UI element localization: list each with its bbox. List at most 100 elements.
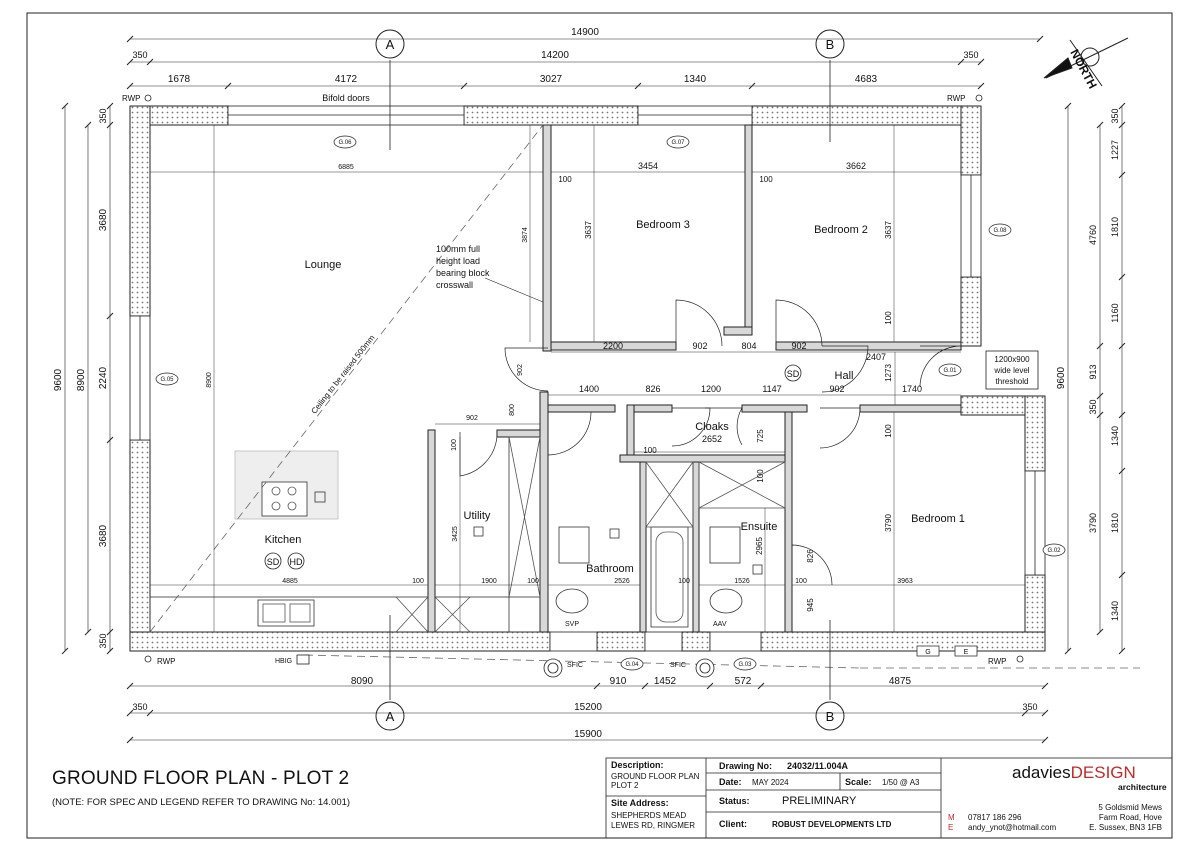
dim-right-mid-2: 913 [1088, 364, 1098, 379]
date-value: MAY 2024 [752, 778, 789, 787]
north-label: NORTH [1067, 47, 1099, 91]
dim-right-mid-1: 4760 [1088, 225, 1098, 245]
drawing-no-value: 24032/11.004A [787, 761, 849, 771]
north-arrow-icon [1043, 37, 1129, 87]
drawing-title: GROUND FLOOR PLAN - PLOT 2 [52, 768, 350, 789]
dim-cloaks-100: 100 [643, 446, 657, 455]
room-lounge: Lounge [305, 259, 342, 271]
dim-hall-v: 1273 [884, 364, 893, 382]
dim-right-seg-3: 1810 [1110, 217, 1120, 237]
contact-label-m: M [948, 813, 955, 822]
dim-corr-2: 902 [692, 341, 707, 351]
status-value: PRELIMINARY [782, 795, 857, 807]
window-tag-g04: G.04 [625, 662, 639, 668]
logo-subtitle: architecture [1118, 782, 1167, 792]
section-lines [389, 60, 831, 700]
dim-b1-w: 3963 [897, 578, 913, 585]
dim-row2-6: 1740 [902, 384, 922, 394]
crosswall-note-3: bearing block [436, 268, 490, 278]
smoke-detector-kitchen: SD [267, 557, 280, 567]
dim-corr-3: 804 [741, 341, 756, 351]
dim-left-outer: 9600 [53, 368, 64, 391]
dim-util-5: 1900 [481, 578, 497, 585]
threshold-note-1: 1200x900 [994, 355, 1030, 364]
dim-ens-945: 945 [806, 598, 815, 612]
room-ensuite: Ensuite [741, 521, 778, 533]
sfic-label-1: SFIC [567, 662, 583, 669]
window-tag-g01: G.01 [943, 368, 957, 374]
dim-right-seg-7: 1340 [1110, 601, 1120, 621]
dim-corr-4: 902 [791, 341, 806, 351]
sheet-border [26, 12, 1173, 839]
dim-top-end-l: 350 [132, 50, 147, 60]
threshold-note-2: wide level [993, 366, 1029, 375]
dim-right-seg-5: 1340 [1110, 426, 1120, 446]
description-line-1: GROUND FLOOR PLAN [611, 772, 700, 781]
internal-walls [427, 124, 962, 633]
section-a-bottom: A [386, 709, 395, 724]
dim-bottom-3: 1452 [654, 676, 677, 687]
dim-left-seg-5: 350 [98, 633, 108, 648]
drawing-no-label: Drawing No: [719, 761, 772, 771]
dim-b1-100: 100 [884, 424, 893, 438]
sfic-label-2: SFIC [670, 662, 686, 669]
dim-left-seg-1: 350 [98, 108, 108, 123]
dim-left-seg-2: 3680 [98, 208, 109, 231]
site-address-line-2: LEWES RD, RINGMER [611, 821, 696, 830]
internal-dimension-lines [150, 125, 1025, 632]
contact-label-e: E [948, 823, 954, 832]
windows [129, 105, 1046, 652]
hbig-label: HBIG [275, 658, 292, 665]
date-label: Date: [719, 777, 742, 787]
dim-ens-h: 2965 [755, 537, 764, 555]
window-tag-g05: G.05 [160, 377, 174, 383]
section-a-top: A [386, 37, 395, 52]
dim-kitchen-100: 100 [412, 578, 424, 585]
dim-bottom-end-l: 350 [132, 702, 147, 712]
dim-b3-h: 3637 [584, 221, 593, 239]
room-utility: Utility [464, 510, 491, 522]
dim-util-2: 800 [509, 404, 516, 416]
dim-left-seg-4: 3680 [98, 524, 109, 547]
site-address-label: Site Address: [611, 798, 669, 808]
threshold-note-3: threshold [996, 377, 1029, 386]
dim-lounge-v: 3874 [522, 227, 529, 243]
client-value: ROBUST DEVELOPMENTS LTD [772, 820, 892, 829]
dim-utility-902v: 902 [517, 364, 524, 376]
dim-bottom-5: 4875 [889, 676, 912, 687]
dim-right-seg-6: 1810 [1110, 513, 1120, 533]
dim-top-end-r: 350 [963, 50, 978, 60]
dim-corr-1: 2200 [603, 341, 623, 351]
dim-right-seg-2: 1227 [1110, 140, 1120, 160]
dim-b3-w: 3454 [638, 161, 658, 171]
rwp-top-right: RWP [947, 94, 966, 103]
dim-row2-1: 1400 [579, 384, 599, 394]
scale-value: 1/50 @ A3 [882, 778, 920, 787]
dim-top-total: 14900 [571, 27, 599, 38]
dim-top-1: 1678 [168, 74, 191, 85]
dim-util-4: 3425 [452, 526, 459, 542]
dim-top-2: 4172 [335, 74, 358, 85]
dim-bottom-4: 572 [735, 676, 752, 687]
crosswall-note-2: height load [436, 256, 480, 266]
dim-lounge-w: 6885 [338, 164, 354, 171]
dim-ens-100: 100 [795, 578, 807, 585]
room-bedroom2: Bedroom 2 [814, 224, 868, 236]
dim-bottom-2: 910 [610, 676, 627, 687]
dim-ensuite-100v: 100 [756, 469, 765, 483]
scale-label: Scale: [845, 777, 872, 787]
dim-top-4: 1340 [684, 74, 707, 85]
logo-part-1: adavies [1012, 763, 1071, 782]
doors [459, 299, 962, 586]
window-tag-g03: G.03 [738, 662, 752, 668]
dim-corr-5: 2407 [866, 352, 886, 362]
window-tag-g07: G.07 [671, 140, 685, 146]
client-label: Client: [719, 819, 747, 829]
dim-b2-w: 3662 [846, 161, 866, 171]
heat-detector-kitchen: HD [290, 557, 303, 567]
room-bedroom3: Bedroom 3 [636, 219, 690, 231]
dim-bottom-1: 8090 [351, 676, 374, 687]
dimension-lines [64, 38, 1123, 741]
svp-label: SVP [565, 621, 579, 628]
room-kitchen: Kitchen [265, 534, 302, 546]
